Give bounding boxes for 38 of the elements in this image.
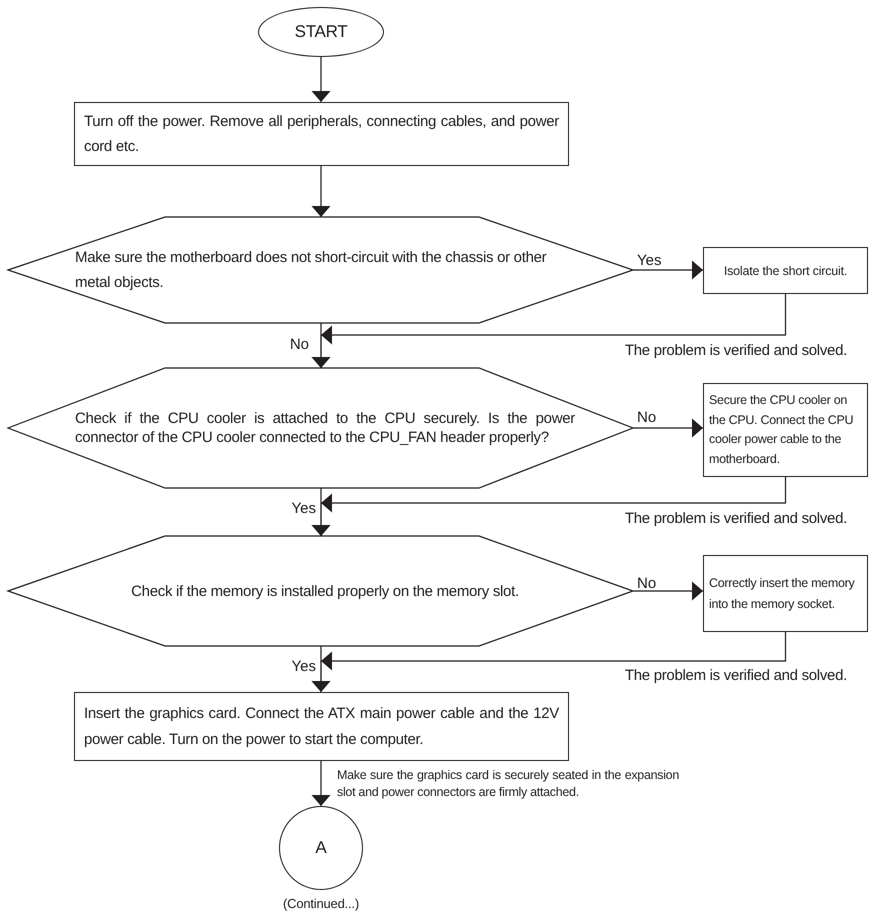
edge-label: The problem is verified and solved. xyxy=(624,666,847,686)
flow-arrow xyxy=(312,761,330,806)
question-text: Check if the CPU cooler is attached to the CPU securely. Is the power connector of the CPU cooler connected to the CPU_FAN header properly? xyxy=(75,409,575,447)
flow-arrow xyxy=(312,646,330,692)
step-text: Correctly insert the memory into the memory socket. xyxy=(709,574,856,613)
flow-arrow xyxy=(312,323,330,368)
question-text: Check if the memory is installed properly on the memory slot. xyxy=(130,582,520,602)
action-box xyxy=(703,247,868,294)
flow-arrow xyxy=(312,166,330,217)
step-text: Turn off the power. Remove all peripherals, connecting cables, and power cord etc. xyxy=(84,112,559,157)
edge-label: Yes xyxy=(290,499,316,519)
edge-label: No xyxy=(637,574,658,594)
flow-arrow xyxy=(633,418,703,438)
step-text: Isolate the short circuit. xyxy=(722,262,848,280)
flow-arrow xyxy=(312,488,330,536)
decision-hexagon xyxy=(8,368,633,488)
decision-hexagon xyxy=(8,536,633,646)
flow-arrow xyxy=(633,260,703,280)
edge-label: Yes xyxy=(290,657,316,677)
flow-arrow xyxy=(312,57,330,102)
process-box xyxy=(74,102,569,166)
terminal-label: START xyxy=(294,21,348,44)
step-text: Insert the graphics card. Connect the ATX main power cable and the 12V power cable. Turn on the power to start the computer. xyxy=(84,704,559,750)
edge-label: No xyxy=(288,335,309,355)
edge-label: Make sure the graphics card is securely seated in the expansion slot and power connectors are firmly attached. xyxy=(337,767,679,801)
action-box xyxy=(703,555,868,632)
connector-label: A xyxy=(315,837,327,860)
decision-hexagon xyxy=(8,217,633,323)
flow-arrow xyxy=(633,582,703,600)
edge-label: The problem is verified and solved. xyxy=(624,341,847,361)
continuation-note: (Continued...) xyxy=(283,895,359,913)
action-box xyxy=(703,383,868,477)
step-text: Secure the CPU cooler on the CPU. Connect the CPU cooler power cable to the motherboard. xyxy=(709,392,854,468)
process-box xyxy=(74,692,569,761)
question-text: Make sure the motherboard does not short-circuit with the chassis or other metal objects. xyxy=(75,248,548,293)
edge-label: No xyxy=(637,408,658,428)
edge-label: The problem is verified and solved. xyxy=(624,509,847,529)
edge-label: Yes xyxy=(637,251,662,271)
